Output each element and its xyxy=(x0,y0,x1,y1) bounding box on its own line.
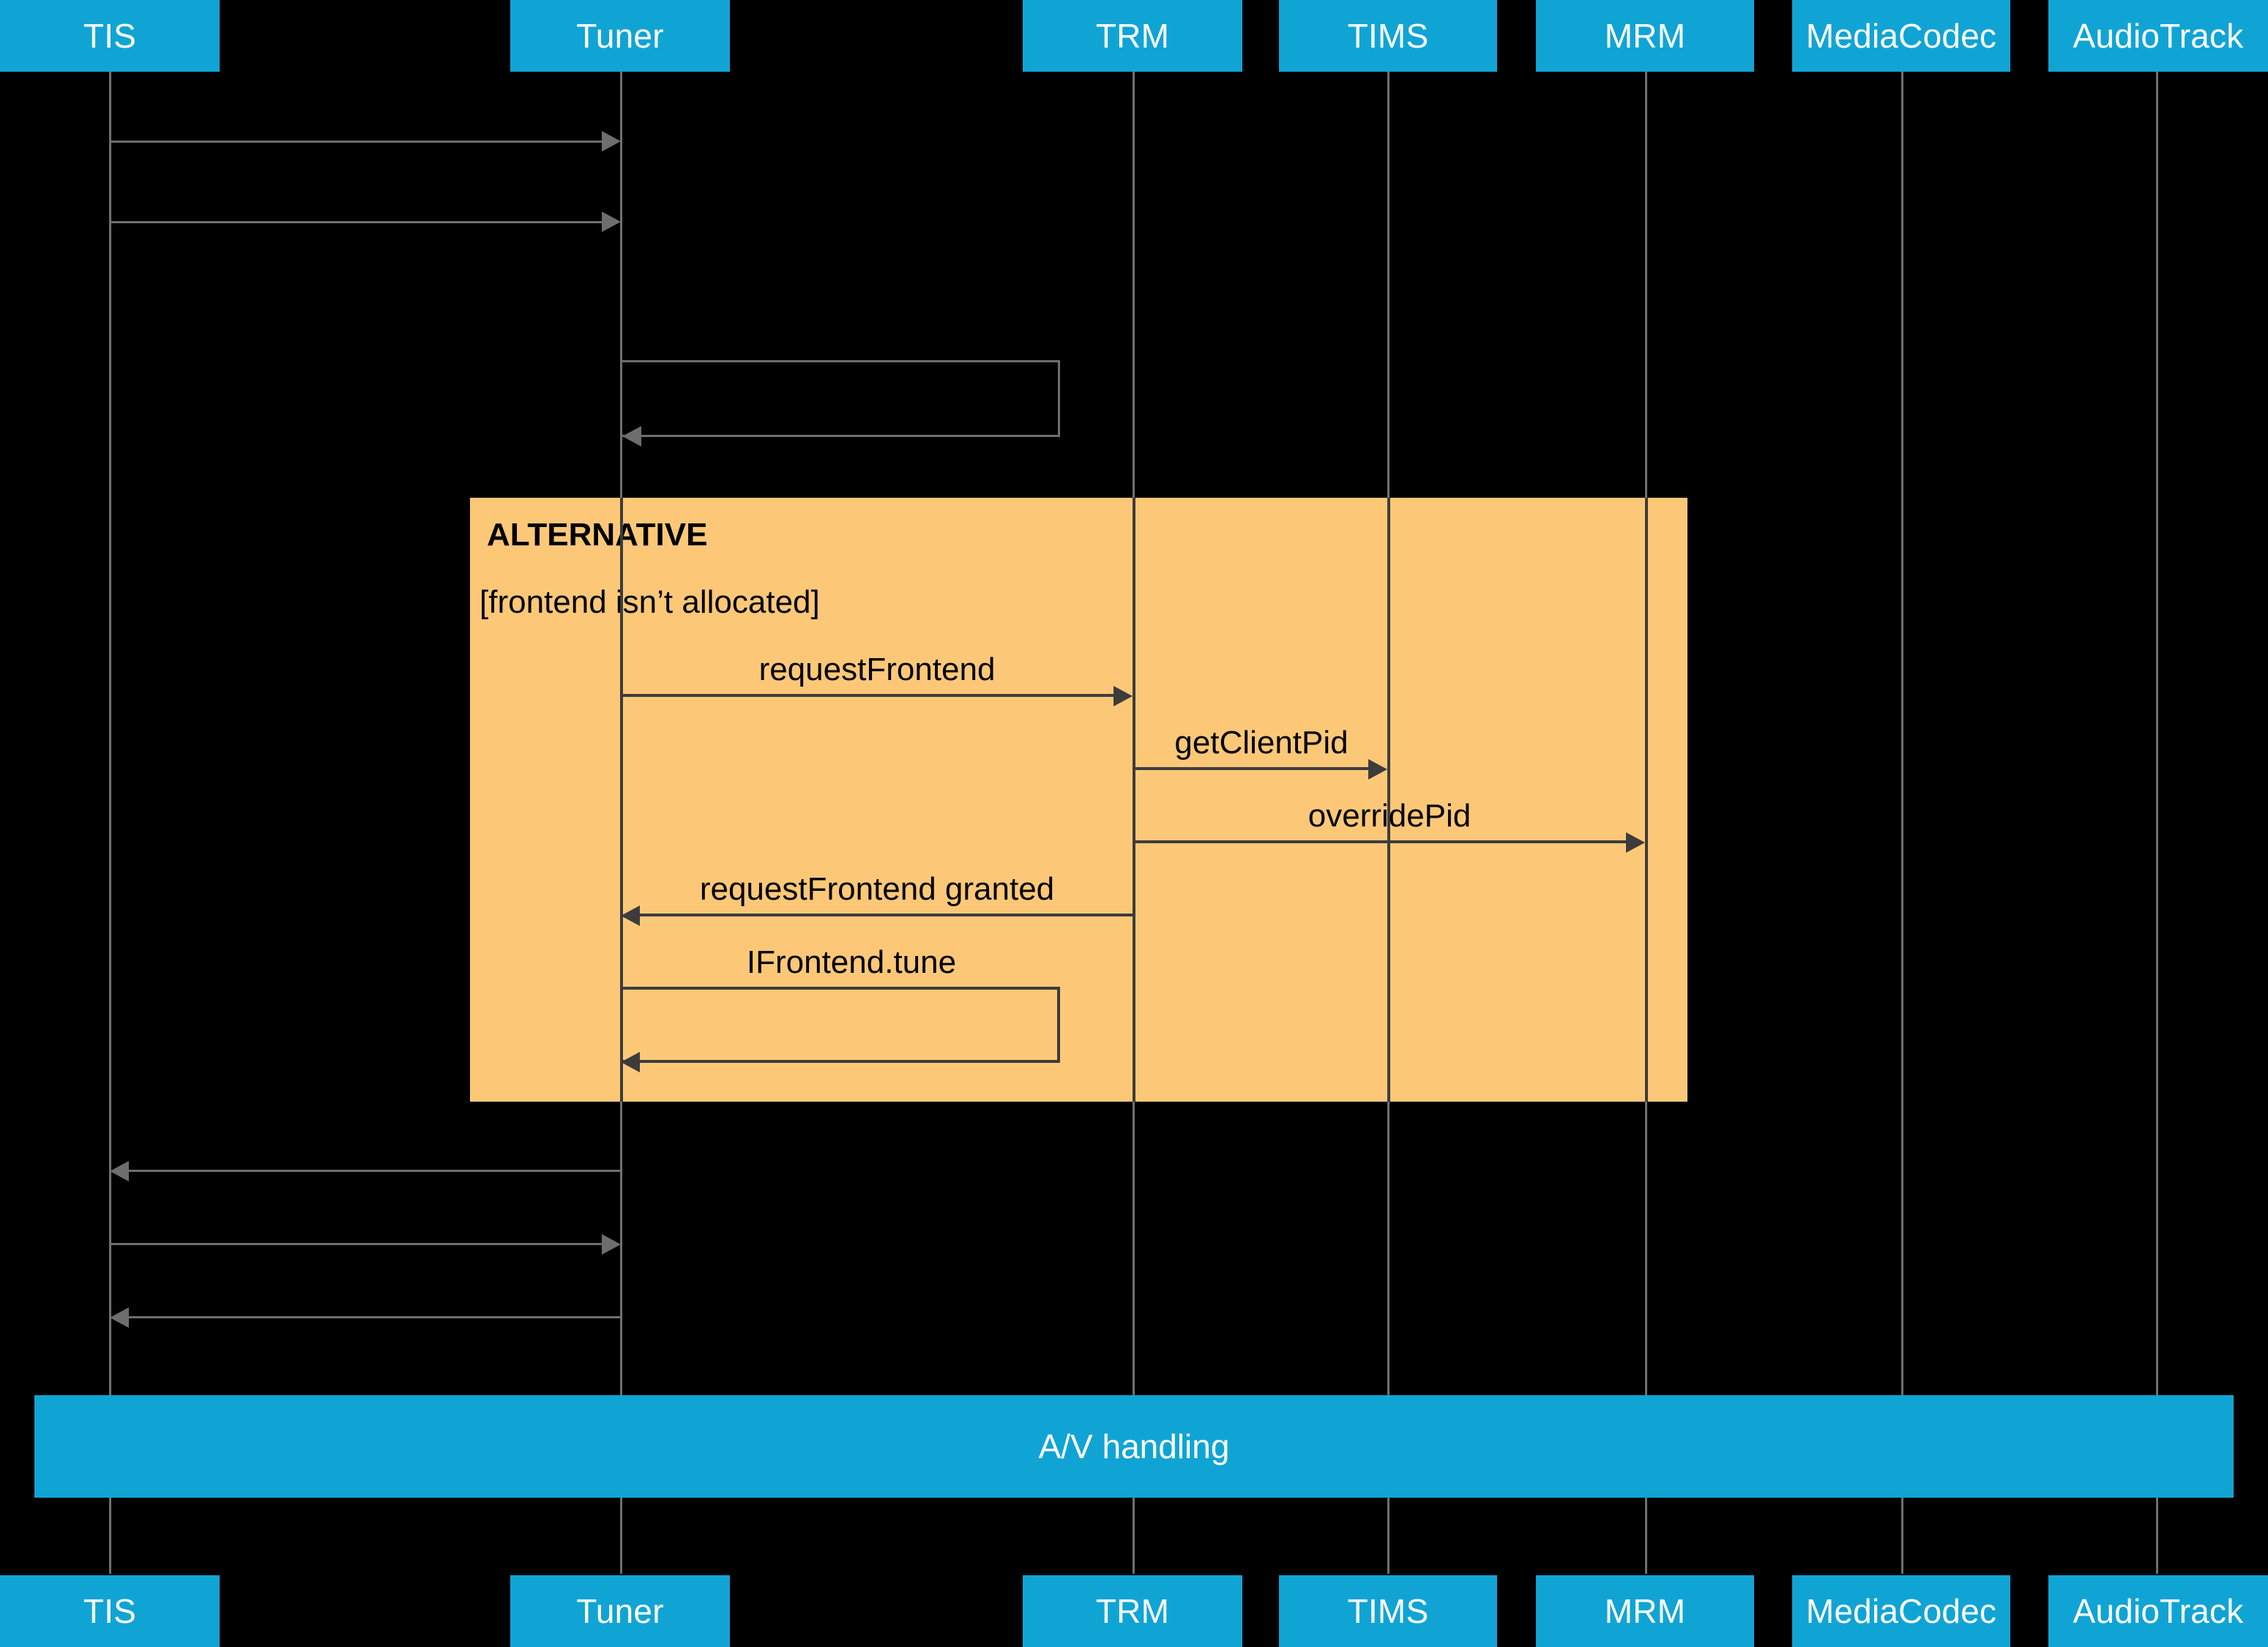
lifeline-tims-over-fragment xyxy=(1387,498,1390,1102)
participant-header-tims[interactable]: TIMS xyxy=(1279,0,1497,72)
participant-footer-mediacodec-label: MediaCodec xyxy=(1805,1592,1997,1630)
lifeline-tuner-over-fragment xyxy=(620,498,623,1102)
participant-header-audiotrack-label: AudioTrack xyxy=(2073,17,2244,55)
participant-header-tuner[interactable]: Tuner xyxy=(510,0,730,72)
message-arrowhead-m10 xyxy=(602,1234,621,1255)
participant-footer-tuner-label: Tuner xyxy=(576,1592,664,1630)
participant-footer-trm-label: TRM xyxy=(1095,1592,1170,1630)
participant-header-mrm[interactable]: MRM xyxy=(1536,0,1754,72)
participant-footer-tims[interactable]: TIMS xyxy=(1279,1575,1497,1647)
message-arrowhead-m3 xyxy=(622,426,641,447)
lifeline-trm-over-fragment xyxy=(1133,498,1135,1102)
lifeline-audiotrack xyxy=(2156,44,2158,1574)
lifeline-mrm-over-fragment xyxy=(1645,498,1648,1102)
message-line-m10 xyxy=(110,1243,603,1245)
message-line-m1 xyxy=(110,141,603,143)
participant-header-tis-label: TIS xyxy=(83,17,137,55)
participant-header-audiotrack[interactable]: AudioTrack xyxy=(2048,0,2268,72)
message-line-m9 xyxy=(129,1170,621,1172)
participant-footer-mediacodec[interactable]: MediaCodec xyxy=(1792,1575,2010,1647)
participant-footer-mrm-label: MRM xyxy=(1604,1592,1686,1630)
participant-footer-tis[interactable]: TIS xyxy=(0,1575,220,1647)
combined-fragment-alternative xyxy=(470,498,1687,1102)
message-arrowhead-m8 xyxy=(621,1052,640,1072)
message-arrowhead-m6 xyxy=(1626,832,1645,853)
message-label-m7: requestFrontend granted xyxy=(699,871,1055,907)
fragment-operator-label: ALTERNATIVE xyxy=(487,517,708,553)
participant-footer-tims-label: TIMS xyxy=(1347,1592,1429,1630)
lifeline-mediacodec xyxy=(1901,44,1903,1574)
message-line-m7 xyxy=(640,914,1133,916)
message-arrowhead-m5 xyxy=(1368,759,1387,780)
message-line-m2 xyxy=(110,221,603,223)
participant-header-mrm-label: MRM xyxy=(1604,17,1686,55)
message-arrowhead-m11 xyxy=(110,1307,129,1328)
participant-footer-tis-label: TIS xyxy=(83,1592,137,1630)
message-arrowhead-m4 xyxy=(1114,686,1133,706)
message-line-m5 xyxy=(1133,767,1369,770)
participant-header-tuner-label: Tuner xyxy=(576,17,664,55)
message-arrowhead-m9 xyxy=(110,1161,129,1181)
message-label-m6: overridePid xyxy=(1308,798,1471,834)
av-handling-label: A/V handling xyxy=(1038,1427,1230,1465)
av-handling-bar[interactable]: A/V handling xyxy=(34,1395,2234,1498)
participant-header-tims-label: TIMS xyxy=(1347,17,1429,55)
message-arrowhead-m1 xyxy=(602,131,621,152)
message-line-m4 xyxy=(621,694,1114,697)
participant-header-trm[interactable]: TRM xyxy=(1023,0,1242,72)
participant-header-mediacodec-label: MediaCodec xyxy=(1805,17,1997,55)
lifeline-tis xyxy=(109,44,111,1574)
participant-footer-audiotrack-label: AudioTrack xyxy=(2073,1592,2244,1630)
participant-footer-mrm[interactable]: MRM xyxy=(1536,1575,1754,1647)
message-label-m4: requestFrontend xyxy=(758,651,996,687)
message-line-m6 xyxy=(1133,840,1627,843)
participant-header-mediacodec[interactable]: MediaCodec xyxy=(1792,0,2010,72)
participant-footer-trm[interactable]: TRM xyxy=(1023,1575,1242,1647)
message-label-m8: IFrontend.tune xyxy=(746,944,957,980)
participant-footer-tuner[interactable]: Tuner xyxy=(510,1575,730,1647)
message-line-m11 xyxy=(129,1316,621,1318)
message-label-m5: getClientPid xyxy=(1174,725,1349,761)
participant-header-tis[interactable]: TIS xyxy=(0,0,220,72)
participant-footer-audiotrack[interactable]: AudioTrack xyxy=(2048,1575,2268,1647)
message-arrowhead-m7 xyxy=(621,905,640,926)
message-selfloop-m8 xyxy=(621,987,1060,1063)
message-selfloop-m3 xyxy=(621,360,1060,437)
fragment-guard-label: [frontend isn’t allocated] xyxy=(480,584,820,620)
message-arrowhead-m2 xyxy=(602,212,621,232)
participant-header-trm-label: TRM xyxy=(1095,17,1170,55)
